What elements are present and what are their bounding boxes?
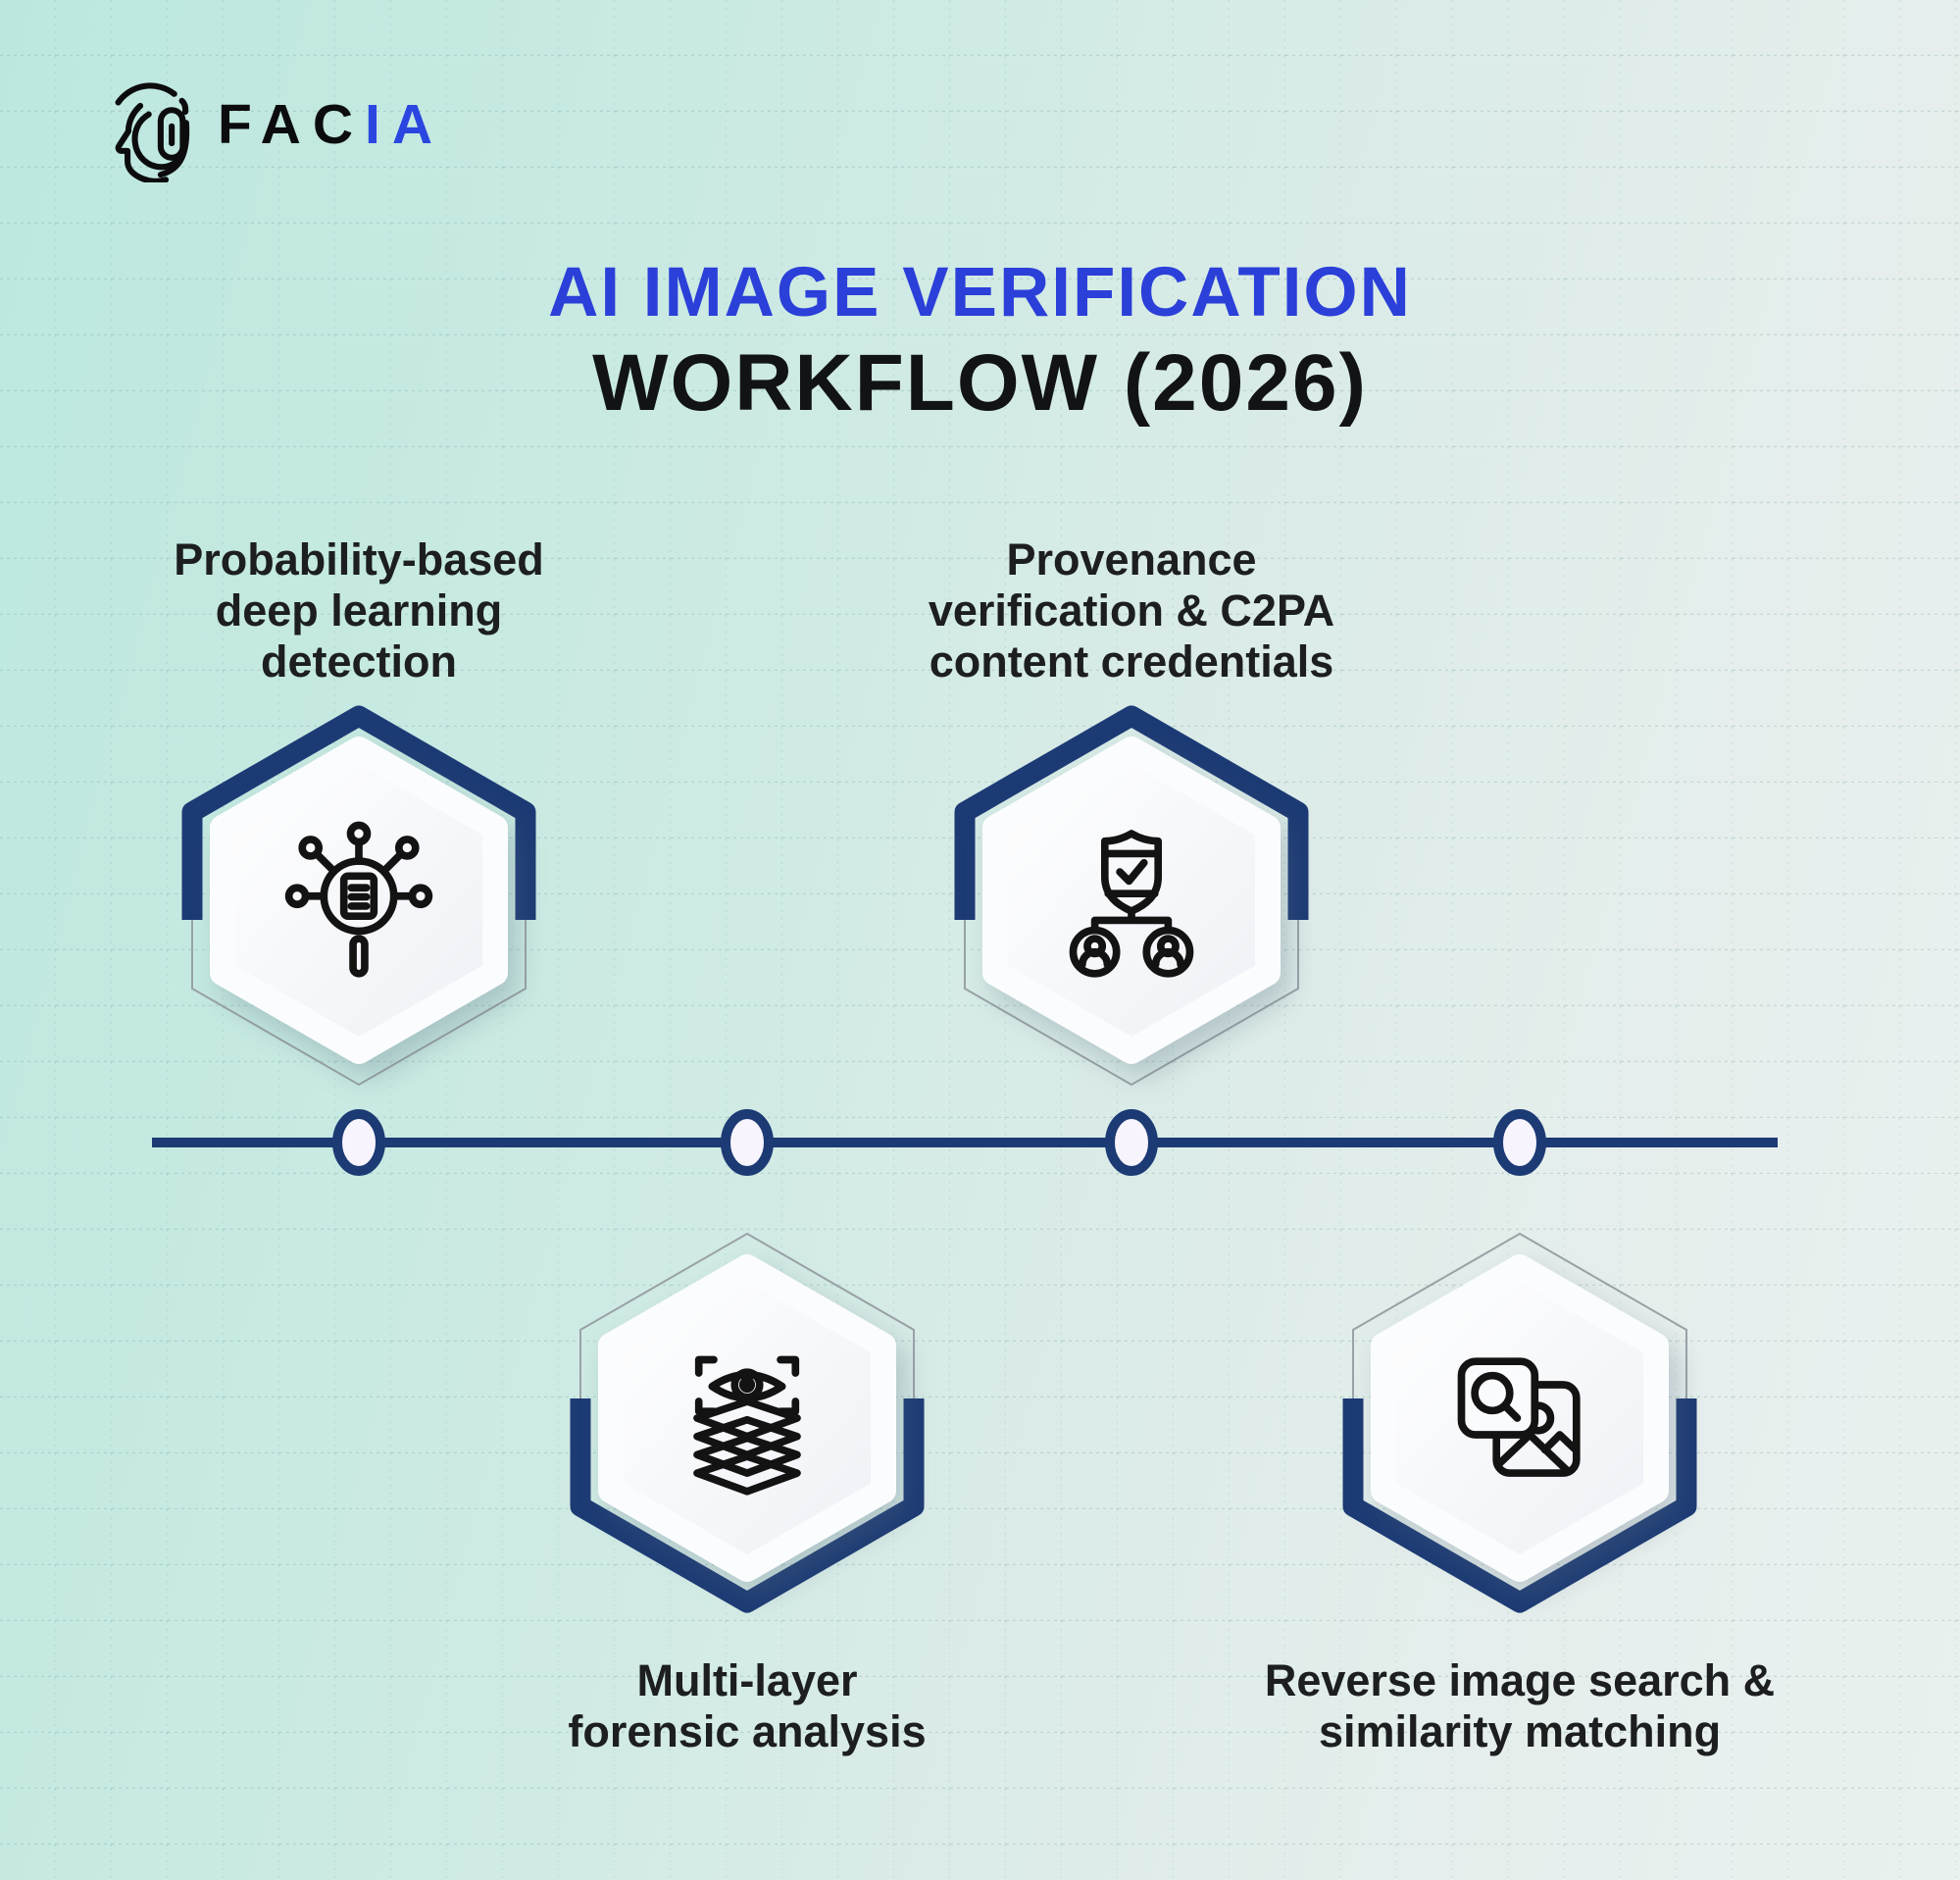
forensic-layers-eye-icon <box>693 1355 801 1496</box>
step-4-label: Reverse image search & similarity matchi… <box>1196 1655 1843 1757</box>
provenance-shield-users-icon <box>1069 830 1194 978</box>
brand-wordmark: FACIA <box>218 92 444 157</box>
workflow-timeline <box>152 1109 1778 1176</box>
hexagon-frame <box>954 705 1309 1087</box>
step-1-hexagon <box>181 704 536 1096</box>
step-4-label-line: similarity matching <box>1318 1706 1722 1756</box>
reverse-image-search-icon <box>1457 1357 1581 1477</box>
step-2-label-line: content credentials <box>929 636 1334 686</box>
head-fingerprint-icon <box>115 82 190 182</box>
probability-network-magnifier-icon <box>284 821 433 978</box>
step-2-label: Provenance verification & C2PA content c… <box>808 534 1455 687</box>
step-1-label-line: Probability-based <box>174 534 544 584</box>
timeline-node-1 <box>332 1109 385 1176</box>
timeline-node-4 <box>1493 1109 1546 1176</box>
timeline-node-2 <box>721 1109 774 1176</box>
brand-name-black: FAC <box>218 93 365 156</box>
timeline-node-3 <box>1105 1109 1158 1176</box>
step-4-hexagon <box>1342 1222 1697 1614</box>
brand-name-blue: IA <box>365 93 444 156</box>
step-1-label-line: detection <box>260 636 458 686</box>
step-1-label-line: deep learning <box>215 585 503 635</box>
step-3-label-line: forensic analysis <box>568 1706 927 1756</box>
step-2-hexagon <box>954 704 1309 1096</box>
step-3-hexagon <box>570 1222 925 1614</box>
page-title-line2: WORKFLOW (2026) <box>592 338 1368 428</box>
page-title-line1: AI IMAGE VERIFICATION <box>548 254 1412 331</box>
step-1-label: Probability-based deep learning detectio… <box>35 534 682 687</box>
hexagon-frame <box>570 1232 925 1613</box>
step-3-label-line: Multi-layer <box>636 1655 858 1705</box>
step-3-label: Multi-layer forensic analysis <box>424 1655 1071 1757</box>
brand-logo: FACIA <box>96 67 444 182</box>
step-4-label-line: Reverse image search & <box>1264 1655 1776 1705</box>
step-2-label-line: Provenance <box>1006 534 1257 584</box>
step-2-label-line: verification & C2PA <box>928 585 1335 635</box>
